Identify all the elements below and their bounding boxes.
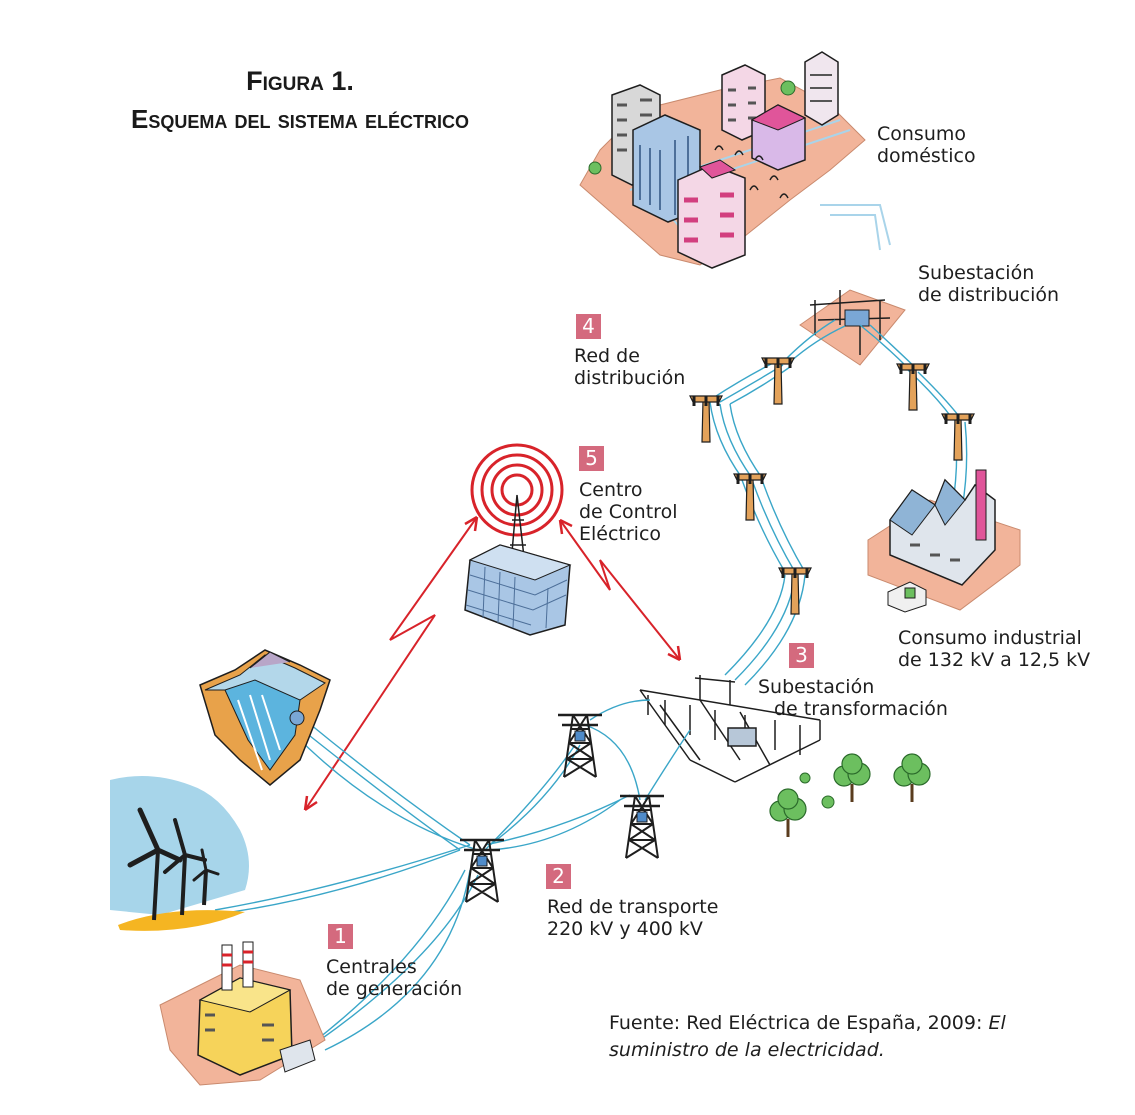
distribution-lines	[709, 319, 968, 686]
industrial-plant-icon	[867, 469, 1021, 613]
label-consumo-domestico: Consumo doméstico	[877, 123, 976, 167]
label-subestacion-distribucion: Subestación de distribución	[918, 262, 1060, 306]
label-red-transporte: Red de transporte 220 kV y 400 kV	[547, 896, 719, 940]
badge-5: 5	[579, 446, 604, 471]
badge-4: 4	[576, 314, 601, 339]
source-title: El suministro de la electricidad.	[609, 1012, 1006, 1061]
hydro-dam-icon	[199, 649, 331, 786]
source-citation: Fuente: Red Eléctrica de España, 2009: E…	[609, 1012, 1006, 1061]
badge-2: 2	[546, 864, 571, 889]
distribution-substation-icon	[799, 289, 906, 366]
figure-title: Esquema del sistema eléctrico	[130, 104, 470, 134]
figure-label: Figura 1.	[246, 66, 354, 96]
buildings-icon	[579, 51, 891, 269]
label-centro-control: Centro de Control Eléctrico	[579, 479, 678, 545]
signal-arrows	[303, 515, 682, 812]
badge-1: 1	[328, 924, 353, 949]
antenna-icon	[464, 443, 572, 636]
factory-icon	[159, 941, 326, 1086]
label-consumo-industrial: Consumo industrial de 132 kV a 12,5 kV	[898, 627, 1091, 671]
wind-turbine-icon	[110, 776, 249, 931]
badge-3: 3	[789, 643, 814, 668]
transport-lines	[209, 699, 691, 1051]
label-centrales-generacion: Centrales de generación	[326, 956, 463, 1000]
transformation-substation-icon	[639, 675, 821, 783]
label-red-distribucion: Red de distribución	[574, 345, 686, 389]
tree-icons	[768, 752, 932, 839]
label-subestacion-transformacion: Subestación de transformación	[758, 676, 948, 720]
